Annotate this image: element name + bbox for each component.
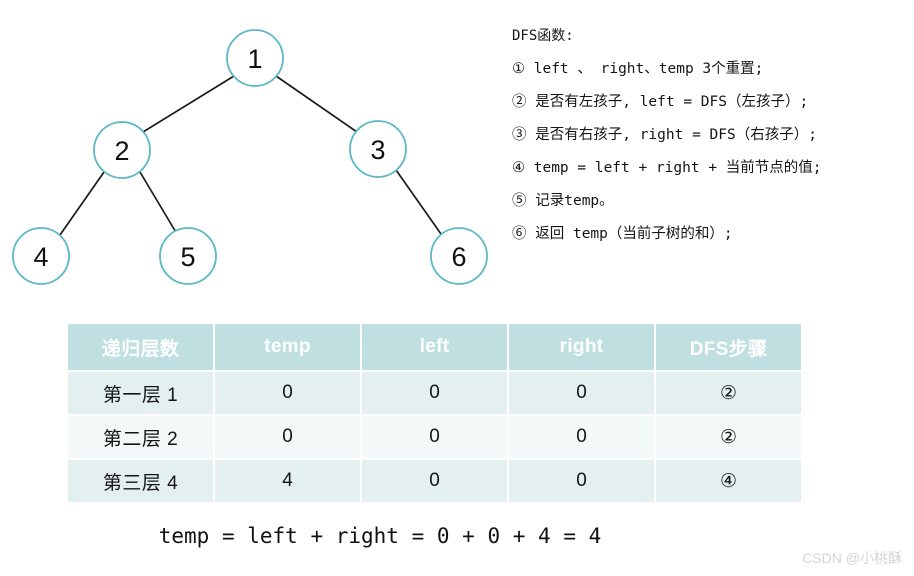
cell-temp: 0 [215,370,362,414]
table-header-step: DFS步骤 [656,324,801,370]
table-row: 第二层 2 0 0 0 ② [68,414,801,458]
tree-node-1-circle [226,29,284,87]
tree-node-6-circle [430,227,488,285]
table-row: 第三层 4 4 0 0 ④ [68,458,801,502]
tree-edge-2-5 [139,171,178,235]
dfs-step-5: ⑤ 记录temp。 [512,193,614,209]
cell-level: 第三层 4 [68,458,215,502]
tree-node-2: 2 [93,121,151,179]
table-header-row: 递归层数 temp left right DFS步骤 [68,324,801,370]
tree-node-5-circle [159,227,217,285]
tree-node-3: 3 [349,120,407,178]
binary-tree-diagram: 1 2 3 4 5 6 [0,0,500,300]
tree-node-4: 4 [12,227,70,285]
table-row: 第一层 1 0 0 0 ② [68,370,801,414]
table-header-level: 递归层数 [68,324,215,370]
tree-node-6: 6 [430,227,488,285]
dfs-step-6: ⑥ 返回 temp（当前子树的和）; [512,226,733,242]
cell-level: 第二层 2 [68,414,215,458]
cell-left: 0 [362,370,509,414]
dfs-step-3: ③ 是否有右孩子, right = DFS（右孩子）; [512,127,817,143]
cell-left: 0 [362,414,509,458]
table-body: 第一层 1 0 0 0 ② 第二层 2 0 0 0 ② 第三层 4 4 0 0 … [68,370,801,502]
tree-node-1-label: 1 [247,44,262,74]
dfs-step-1: ① left 、 right、temp 3个重置; [512,61,764,77]
tree-svg: 1 2 3 4 5 6 [12,29,488,285]
tree-node-1: 1 [226,29,284,87]
tree-node-4-label: 4 [33,242,48,272]
table-header-right: right [509,324,656,370]
tree-node-4-circle [12,227,70,285]
tree-node-3-circle [349,120,407,178]
tree-node-5: 5 [159,227,217,285]
tree-node-2-label: 2 [114,136,129,166]
dfs-steps-list: DFS函数: ① left 、 right、temp 3个重置; ② 是否有左孩… [512,26,912,257]
cell-temp: 4 [215,458,362,502]
cell-step: ④ [656,458,801,502]
table-header-temp: temp [215,324,362,370]
tree-edge-1-2 [142,75,235,133]
recursion-trace-table: 递归层数 temp left right DFS步骤 第一层 1 0 0 0 ②… [68,324,801,502]
tree-node-3-label: 3 [370,135,385,165]
tree-edge-2-4 [59,171,105,236]
tree-node-6-label: 6 [451,242,466,272]
tree-edge-1-3 [275,75,358,133]
result-formula: temp = left + right = 0 + 0 + 4 = 4 [158,524,602,548]
dfs-steps-title: DFS函数: [512,28,574,44]
dfs-step-4: ④ temp = left + right + 当前节点的值; [512,160,822,176]
cell-right: 0 [509,414,656,458]
watermark: CSDN @小桃酥 [802,550,902,566]
cell-level: 第一层 1 [68,370,215,414]
cell-right: 0 [509,370,656,414]
tree-node-5-label: 5 [180,242,195,272]
table-header: 递归层数 temp left right DFS步骤 [68,324,801,370]
tree-nodes: 1 2 3 4 5 6 [12,29,488,285]
tree-node-2-circle [93,121,151,179]
cell-step: ② [656,370,801,414]
cell-step: ② [656,414,801,458]
cell-temp: 0 [215,414,362,458]
table-header-left: left [362,324,509,370]
cell-right: 0 [509,458,656,502]
dfs-step-2: ② 是否有左孩子, left = DFS（左孩子）; [512,94,809,110]
cell-left: 0 [362,458,509,502]
tree-edges [59,75,442,236]
tree-edge-3-6 [395,169,442,235]
